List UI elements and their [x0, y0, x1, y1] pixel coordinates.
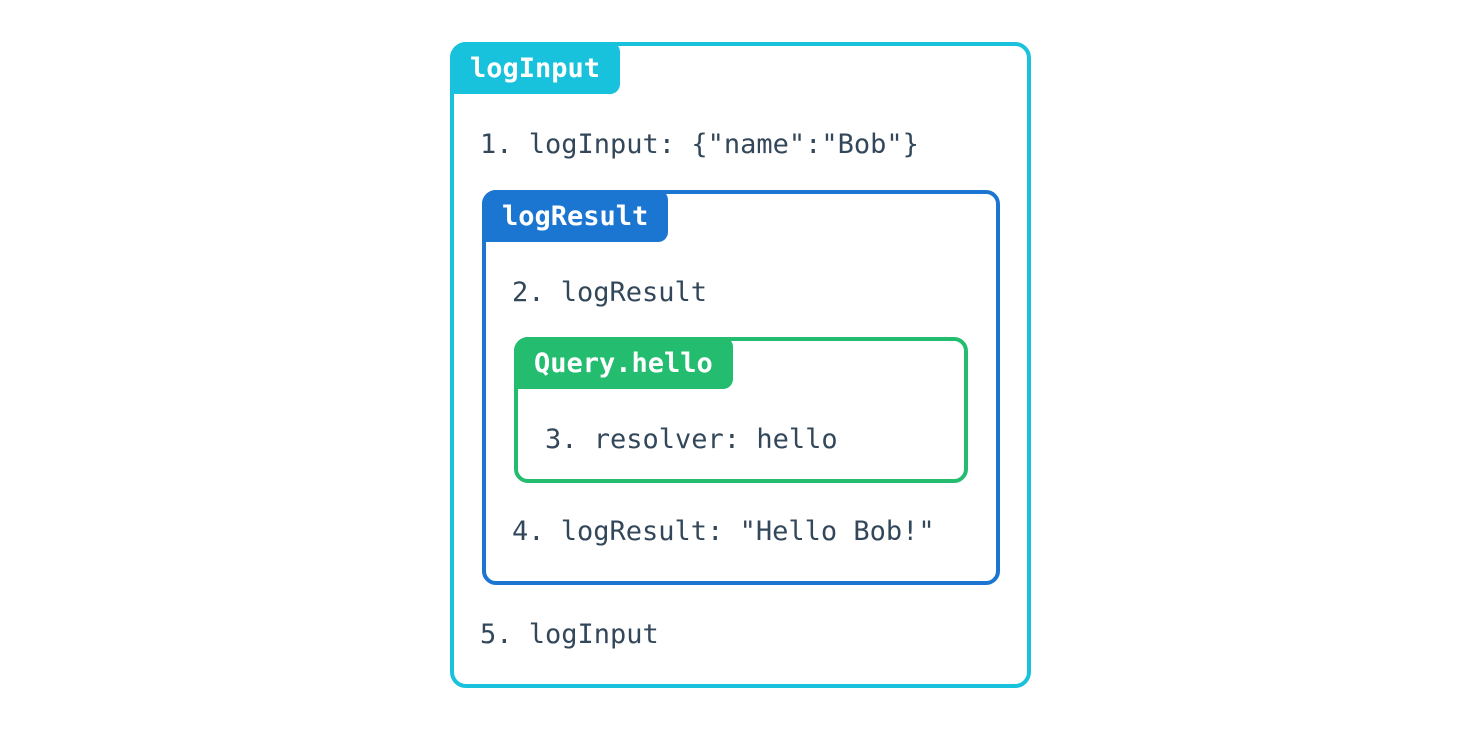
step-2-logresult-before: 2. logResult: [512, 277, 708, 308]
middleware-box-logresult: logResult 2. logResult Query.hello 3. re…: [482, 190, 1000, 585]
step-5-loginput-after: 5. logInput: [480, 619, 659, 650]
middleware-box-loginput: logInput 1. logInput: {"name":"Bob"} log…: [450, 42, 1031, 688]
resolver-box-query-hello: Query.hello 3. resolver: hello: [514, 337, 968, 483]
loginput-tab-label: logInput: [450, 42, 621, 94]
step-3-resolver: 3. resolver: hello: [545, 424, 838, 455]
query-hello-tab-label: Query.hello: [514, 337, 733, 389]
step-1-loginput-before: 1. logInput: {"name":"Bob"}: [480, 129, 919, 160]
step-4-logresult-after: 4. logResult: "Hello Bob!": [512, 516, 935, 547]
logresult-tab-label: logResult: [482, 190, 669, 242]
